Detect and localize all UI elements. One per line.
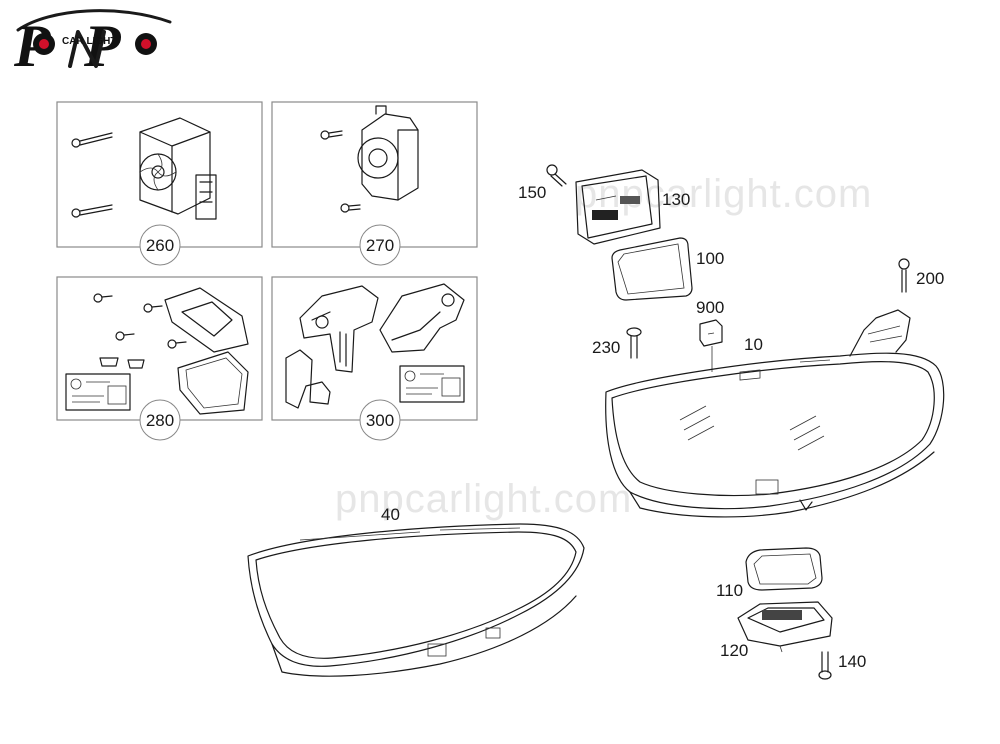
clip-icon — [99, 357, 145, 369]
part-label-900: 900 — [696, 298, 724, 317]
part-group-300: 300 — [271, 276, 478, 441]
part-group-200: 200 — [898, 258, 944, 293]
mounting-bracket-icon — [299, 285, 379, 373]
part-label-200: 200 — [916, 269, 944, 288]
logo-wheel-right-hub — [141, 39, 151, 49]
part-box-270 — [271, 101, 478, 248]
led-driver-module-icon — [737, 601, 833, 653]
mounting-bracket-icon — [379, 283, 465, 353]
part-label-120: 120 — [720, 641, 748, 660]
part-group-270: 270 — [271, 101, 478, 266]
label-card-icon — [399, 365, 465, 403]
part-group-900: 900 — [696, 298, 724, 372]
screw-icon — [71, 204, 113, 218]
callout-circle-260 — [139, 224, 181, 266]
logo-brand-text: CAR LIGHT — [62, 36, 116, 47]
logo-wheel-left-hub — [39, 39, 49, 49]
part-label-260: 260 — [146, 236, 174, 255]
part-label-100: 100 — [696, 249, 724, 268]
callout-circle-280 — [139, 399, 181, 441]
headlamp-lens-cover-icon — [247, 523, 585, 677]
watermark-middle: pnpcarlight.com — [335, 477, 632, 521]
callout-circle-300 — [359, 399, 401, 441]
screw-icon — [546, 164, 567, 187]
screw-icon — [818, 651, 832, 680]
part-group-230: 230 — [592, 327, 642, 359]
bracket-seal-icon — [164, 287, 249, 353]
screw-icon — [93, 293, 113, 303]
part-label-10: 10 — [744, 335, 763, 354]
gasket-icon — [611, 237, 693, 301]
led-control-module-icon — [575, 169, 661, 245]
connector-icon — [699, 319, 723, 372]
callout-circle-270 — [359, 224, 401, 266]
screw-icon — [340, 203, 361, 213]
screw-icon — [320, 130, 343, 140]
part-group-260: 260 — [56, 101, 263, 266]
part-label-150: 150 — [518, 183, 546, 202]
part-group-130: 130 — [575, 169, 690, 245]
screw-icon — [167, 339, 187, 349]
part-label-40: 40 — [381, 505, 400, 524]
watermark-top: pnpcarlight.com — [575, 172, 872, 216]
part-box-300 — [271, 276, 478, 421]
part-box-260 — [56, 101, 263, 248]
screw-icon — [71, 132, 113, 148]
fan-icon — [139, 117, 217, 220]
label-card-icon — [65, 373, 131, 411]
screw-icon — [626, 327, 642, 359]
gasket-icon — [177, 351, 249, 415]
part-label-110: 110 — [716, 581, 743, 600]
logo-letter-n — [68, 30, 106, 68]
part-label-300: 300 — [366, 411, 394, 430]
part-label-230: 230 — [592, 338, 620, 357]
part-label-130: 130 — [662, 190, 690, 209]
screw-icon — [143, 303, 163, 313]
part-group-280: 280 — [56, 276, 263, 441]
screw-icon — [898, 258, 910, 293]
part-group-100: 100 — [611, 237, 724, 301]
part-label-140: 140 — [838, 652, 866, 671]
part-group-10: 10 — [605, 309, 945, 518]
mounting-bracket-icon — [285, 349, 331, 409]
brand-logo: P P CAR LIGHT — [13, 9, 172, 79]
gasket-icon — [745, 547, 823, 591]
leveling-motor-icon — [357, 105, 419, 201]
headlamp-assembly-icon — [605, 309, 945, 518]
screw-icon — [115, 331, 135, 341]
part-group-110: 110 — [716, 547, 823, 600]
logo-swoosh — [16, 9, 172, 32]
part-group-140: 140 — [818, 651, 866, 680]
part-group-40: 40 — [247, 505, 585, 677]
part-group-120: 120 — [720, 601, 833, 660]
part-label-280: 280 — [146, 411, 174, 430]
part-label-270: 270 — [366, 236, 394, 255]
part-group-150: 150 — [518, 164, 567, 202]
